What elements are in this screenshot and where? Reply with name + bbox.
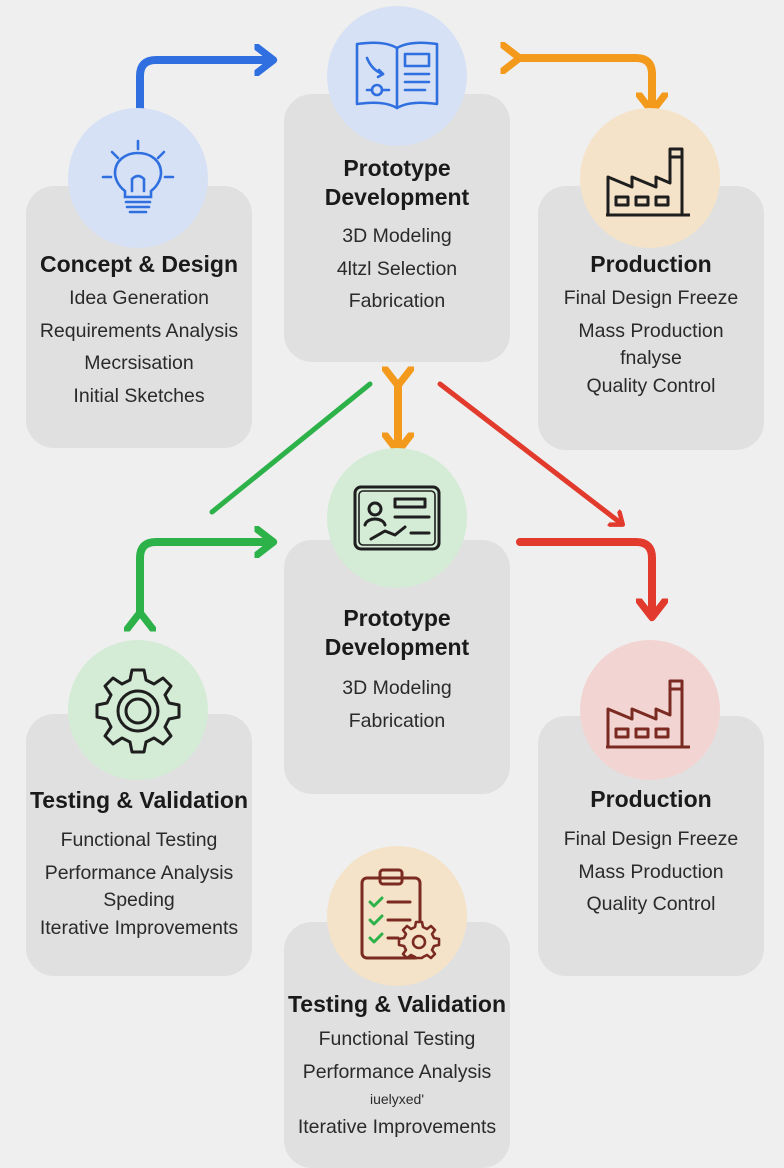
- list-item: Performance Analysis: [302, 1060, 492, 1083]
- list-item: Fabrication: [348, 290, 446, 312]
- node-items: Final Design Freeze Mass Production Qual…: [538, 823, 764, 921]
- factory-icon-circle: [580, 108, 720, 248]
- node-items: Idea Generation Requirements Analysis Me…: [26, 282, 252, 412]
- list-item: Iterative Improvements: [297, 1116, 497, 1138]
- connector-green-diagonal: [209, 381, 373, 515]
- connector-blue: [140, 60, 272, 110]
- gear-icon: [95, 668, 181, 754]
- id-card-icon: [353, 485, 441, 551]
- node-title: Prototype Development: [284, 604, 510, 662]
- list-item: 4ltzl Selection: [336, 257, 458, 280]
- lightbulb-icon-circle: [68, 108, 208, 248]
- list-item: 3D Modeling: [342, 225, 452, 247]
- list-item: Mass Production: [578, 319, 724, 342]
- list-item: Speding: [103, 889, 175, 911]
- connector-green: [140, 542, 272, 614]
- lightbulb-icon: [101, 139, 175, 214]
- title-line: Development: [324, 634, 470, 660]
- gear-icon-circle: [68, 640, 208, 780]
- node-title: Testing & Validation: [29, 787, 249, 813]
- node-title: Testing & Validation: [287, 991, 507, 1017]
- title-line: Development: [324, 184, 470, 210]
- node-title: Production: [590, 251, 712, 277]
- connector-red-elbow: [516, 538, 652, 616]
- list-item: Final Design Freeze: [563, 828, 739, 850]
- node-title: Production: [590, 786, 712, 812]
- prototype-middle-card: Prototype Development 3D Modeling Fabric…: [284, 540, 510, 794]
- title-line: Prototype: [343, 155, 451, 181]
- node-items: 3D Modeling Fabrication: [284, 672, 510, 737]
- list-item: fnalyse: [620, 347, 682, 369]
- list-item: Requirements Analysis: [39, 319, 239, 342]
- list-item: Performance Analysis: [44, 861, 234, 884]
- factory-icon: [606, 147, 690, 217]
- node-items: Functional Testing Performance Analysis …: [26, 824, 252, 945]
- list-item: 3D Modeling: [342, 677, 452, 699]
- list-item: Fabrication: [348, 709, 446, 732]
- factory-icon: [606, 679, 690, 749]
- list-item: Iterative Improvements: [39, 917, 239, 939]
- list-item: Mass Production: [578, 860, 724, 883]
- list-item: Quality Control: [586, 893, 716, 915]
- node-items: 3D Modeling 4ltzl Selection Fabrication: [284, 220, 510, 318]
- list-item: Final Design Freeze: [563, 287, 739, 309]
- list-item: iuelyxed': [369, 1091, 425, 1107]
- blueprint-book-icon: [355, 41, 439, 110]
- id-card-icon-circle: [327, 448, 467, 588]
- list-item: Mecrsisation: [84, 352, 194, 374]
- concept-design-card: Concept & Design Idea Generation Require…: [26, 186, 252, 448]
- node-title: Prototype Development: [284, 154, 510, 212]
- connector-orange-top: [518, 58, 652, 110]
- connector-red-diagonal: [437, 381, 622, 524]
- node-items: Functional Testing Performance Analysis …: [284, 1023, 510, 1144]
- checklist-gear-icon-circle: [327, 846, 467, 986]
- list-item: Initial Sketches: [73, 384, 205, 407]
- factory-icon-circle: [580, 640, 720, 780]
- blueprint-book-icon-circle: [327, 6, 467, 146]
- list-item: Functional Testing: [60, 829, 218, 851]
- list-item: Functional Testing: [318, 1028, 476, 1050]
- node-title: Concept & Design: [39, 251, 239, 277]
- node-items: Final Design Freeze Mass Production fnal…: [538, 282, 764, 403]
- title-line: Prototype: [343, 605, 451, 631]
- list-item: Quality Control: [586, 375, 716, 397]
- checklist-gear-icon: [360, 868, 441, 960]
- list-item: Idea Generation: [69, 287, 209, 309]
